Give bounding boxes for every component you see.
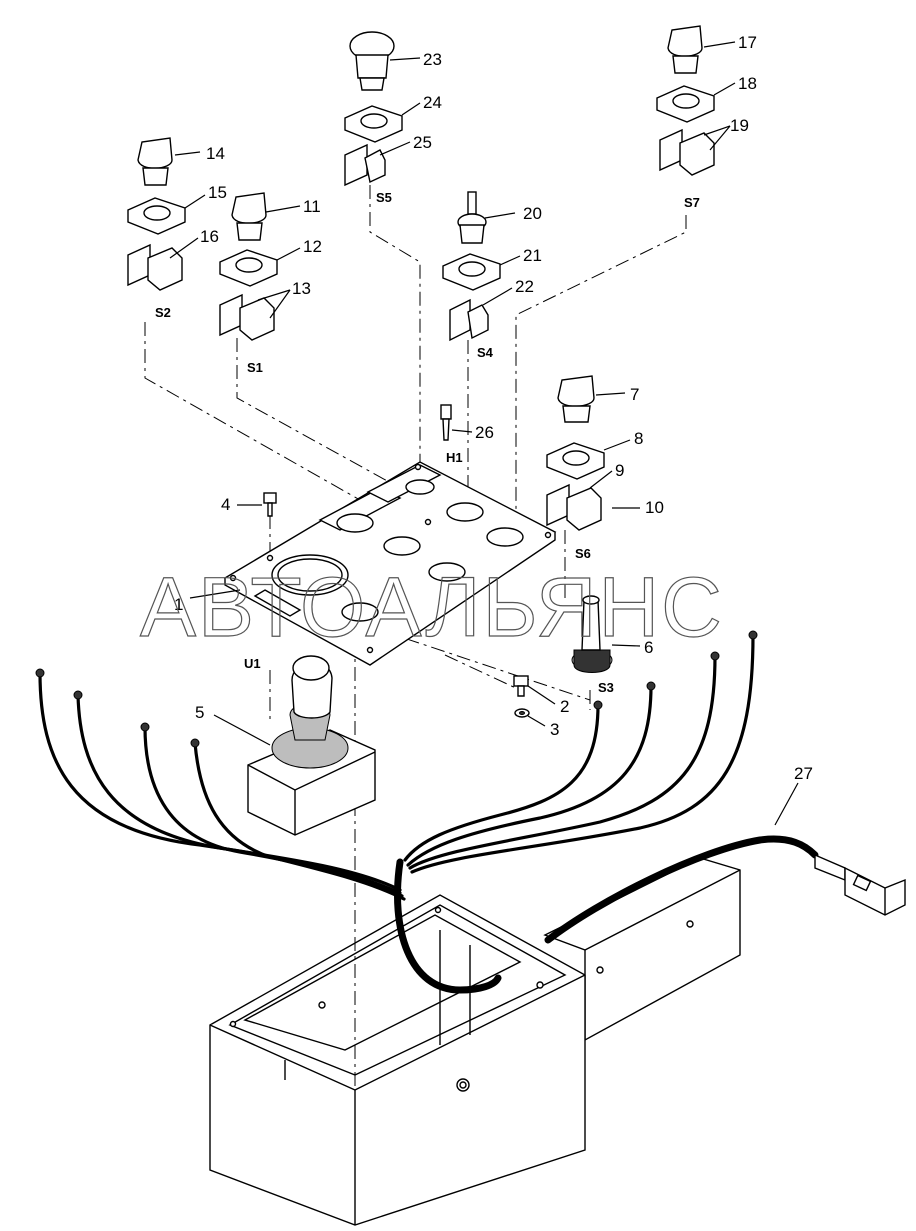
cable-harness	[35, 630, 819, 994]
callout-3: 3	[550, 720, 559, 739]
designator-s4: S4	[477, 345, 494, 360]
washer-3	[514, 708, 530, 718]
mount-base-21	[442, 253, 501, 291]
contact-block-22	[449, 298, 489, 342]
callout-27: 27	[794, 764, 813, 783]
callout-18: 18	[738, 74, 757, 93]
joystick-assembly	[247, 655, 376, 836]
callout-14: 14	[206, 144, 225, 163]
selector-knob-11	[231, 192, 267, 241]
designator-labels: S1 S2 S3 S4 S5 S6 S7 H1 U1	[155, 190, 700, 695]
callout-2: 2	[560, 697, 569, 716]
designator-s3: S3	[598, 680, 614, 695]
key-switch-20	[457, 191, 487, 244]
callout-11: 11	[303, 197, 321, 216]
designator-s7: S7	[684, 195, 700, 210]
watermark-text: АВТОАЛЬЯНС	[140, 560, 724, 654]
designator-s5: S5	[376, 190, 392, 205]
callout-22: 22	[515, 277, 534, 296]
callout-24: 24	[423, 93, 442, 112]
callout-21: 21	[523, 246, 542, 265]
callout-12: 12	[303, 237, 322, 256]
designator-s6: S6	[575, 546, 591, 561]
selector-knob-7	[557, 375, 595, 423]
control-panel-plate	[223, 461, 557, 666]
callout-26: 26	[475, 423, 494, 442]
screw-2	[513, 675, 529, 697]
contact-block-13	[219, 293, 275, 341]
callout-6: 6	[644, 638, 653, 657]
connector-plug	[814, 853, 906, 916]
callout-9: 9	[615, 461, 624, 480]
callout-5: 5	[195, 703, 204, 722]
callout-19: 19	[730, 116, 749, 135]
leader-lines	[169, 41, 799, 826]
callout-16: 16	[200, 227, 219, 246]
callout-7: 7	[630, 385, 639, 404]
callout-4: 4	[221, 495, 230, 514]
callout-13: 13	[292, 279, 311, 298]
contact-block-19	[659, 128, 715, 176]
callout-8: 8	[634, 429, 643, 448]
mount-base-24	[344, 105, 403, 143]
selector-knob-17	[667, 25, 703, 74]
designator-h1: H1	[446, 450, 463, 465]
callout-25: 25	[413, 133, 432, 152]
designator-u1: U1	[244, 656, 261, 671]
mount-base-15	[127, 197, 186, 235]
selector-knob-14	[137, 137, 173, 186]
screw-4	[263, 492, 277, 517]
callout-23: 23	[423, 50, 442, 69]
mount-base-8	[546, 442, 605, 480]
mount-base-12	[219, 249, 278, 287]
contact-block-25	[344, 143, 386, 187]
assembly-lines	[144, 185, 687, 1215]
callout-20: 20	[523, 204, 542, 223]
mount-base-18	[656, 85, 715, 123]
callout-1: 1	[174, 595, 183, 614]
emergency-button-23	[349, 31, 395, 91]
contact-block-16	[127, 243, 183, 291]
callout-10: 10	[645, 498, 664, 517]
contact-block-9-10	[546, 483, 602, 531]
mini-joystick-s3	[571, 595, 613, 673]
designator-s2: S2	[155, 305, 171, 320]
indicator-lamp-h1	[440, 404, 452, 441]
console-housing	[209, 857, 741, 1226]
callout-17: 17	[738, 33, 757, 52]
callout-15: 15	[208, 183, 227, 202]
callout-numbers: 1 2 3 4 5 6 7 8 9 10 11 12 13 14 15 16 1…	[174, 33, 813, 783]
designator-s1: S1	[247, 360, 263, 375]
